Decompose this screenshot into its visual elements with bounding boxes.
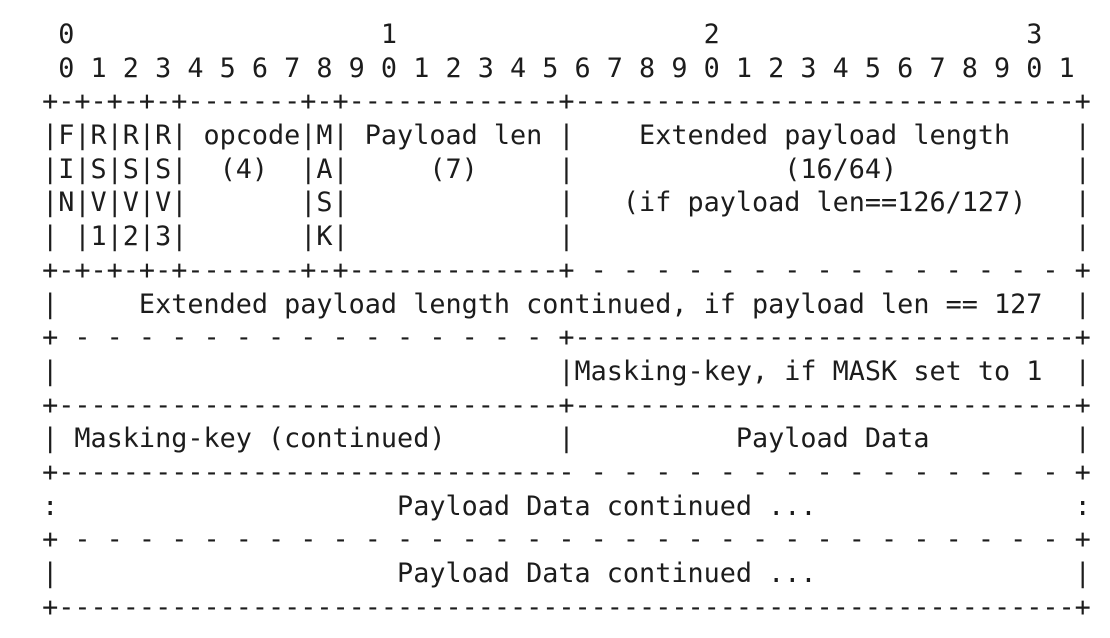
masking-key-continued-row: | Masking-key (continued) | Payload Data… (26, 423, 1091, 455)
frame-diagram: 0 1 2 3 0 1 2 3 4 5 6 7 8 9 0 1 2 3 4 5 … (26, 18, 1091, 624)
payload-data-continued-row: | Payload Data continued ... | (26, 558, 1091, 589)
border-line: +---------------------------------------… (26, 591, 1091, 623)
field-row-header-3: |N|V|V|V| |S| | (if payload len==126/127… (26, 187, 1091, 219)
extended-payload-length-row: | Extended payload length continued, if … (26, 288, 1091, 320)
border-line: +-+-+-+-+-------+-+-------------+ - - - … (26, 254, 1091, 286)
bit-group-header-row: 0 1 2 3 (26, 19, 1043, 50)
masking-key-row: | |Masking-key, if MASK set to 1 | (26, 355, 1091, 387)
border-line: +-------------------------------+-------… (26, 389, 1091, 421)
payload-data-continued-row: : Payload Data continued ... : (26, 490, 1091, 522)
border-line: + - - - - - - - - - - - - - - - - - - - … (26, 524, 1091, 556)
bit-index-row: 0 1 2 3 4 5 6 7 8 9 0 1 2 3 4 5 6 7 8 9 … (26, 52, 1075, 84)
border-line: +-+-+-+-+-------+-+-------------+-------… (26, 86, 1091, 118)
field-row-header-4: | |1|2|3| |K| | | (26, 221, 1091, 253)
field-row-header-1: |F|R|R|R| opcode|M| Payload len | Extend… (26, 120, 1091, 152)
border-line: +-------------------------------- - - - … (26, 456, 1091, 488)
border-line: + - - - - - - - - - - - - - - - +-------… (26, 322, 1091, 354)
field-row-header-2: |I|S|S|S| (4) |A| (7) | (16/64) | (26, 153, 1091, 185)
